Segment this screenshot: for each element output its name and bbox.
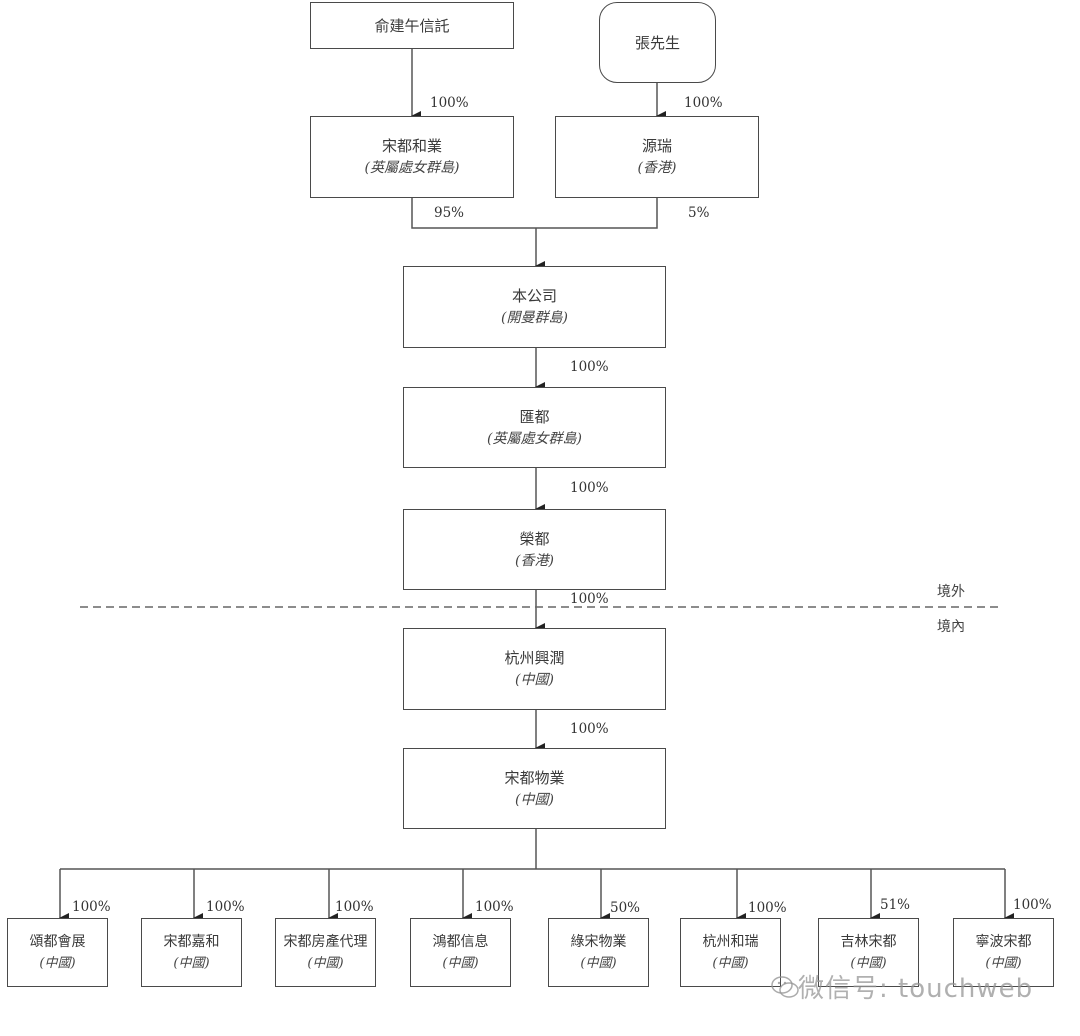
entity-songdu-heye: 宋都和業 (英屬處女群島) [310,116,514,198]
entity-name: 宋都房產代理 [283,933,368,950]
subsidiary-pct: 50% [610,900,641,916]
entity-name: 鴻都信息 [432,933,489,950]
entity-name: 吉林宋都 [840,933,897,950]
entity-name: 宋都嘉和 [163,933,220,950]
entity-jurisdiction: (中國) [442,955,479,971]
pct-yuanrui-to-company: 5% [688,205,710,221]
entity-jurisdiction: (開曼群島) [501,310,568,326]
pct-person-to-yuanrui: 100% [684,95,723,111]
subsidiary-pct: 51% [880,897,911,913]
subsidiary-box: 綠宋物業 (中國) [548,918,649,987]
line-yuanrui-to-company [536,197,658,229]
entity-jurisdiction: (英屬處女群島) [487,430,582,447]
entity-name: 綠宋物業 [570,933,627,950]
subsidiary-box: 杭州和瑞 (中國) [680,918,781,987]
entity-jurisdiction: (中國) [580,955,617,971]
entity-jurisdiction: (中國) [850,955,887,971]
entity-name: 宋都物業 [504,768,565,787]
entity-name: 杭州和瑞 [702,933,759,950]
subsidiary-pct: 100% [1013,897,1052,913]
subsidiary-box: 宋都嘉和 (中國) [141,918,242,987]
pct-trust-to-heye: 100% [430,95,469,111]
region-offshore-label: 境外 [937,584,965,600]
entity-jurisdiction: (中國) [307,955,344,971]
pct-company-to-huidu: 100% [570,359,609,375]
entity-jurisdiction: (香港) [515,552,554,569]
entity-yuanrui: 源瑞 (香港) [555,116,759,198]
entity-jurisdiction: (中國) [515,791,554,808]
subsidiary-pct: 100% [335,899,374,915]
entity-songdu-wuye: 宋都物業 (中國) [403,748,666,829]
entity-name: 榮都 [519,529,550,548]
subsidiary-pct: 100% [748,900,787,916]
entity-hangzhou-xingrun: 杭州興潤 (中國) [403,628,666,710]
entity-name: 寧波宋都 [975,933,1032,950]
subsidiary-pct: 100% [475,899,514,915]
entity-huidu: 匯都 (英屬處女群島) [403,387,666,468]
entity-name: 俞建午信託 [374,16,450,35]
pct-huidu-to-rongdu: 100% [570,480,609,496]
entity-jurisdiction: (香港) [637,160,677,176]
watermark: 微信号: touchweb [798,974,1034,1004]
region-onshore-label: 境內 [937,619,965,635]
subsidiary-box: 吉林宋都 (中國) [818,918,919,987]
entity-jurisdiction: (英屬處女群島) [364,160,460,176]
subsidiary-pct: 100% [206,899,245,915]
entity-rongdu: 榮都 (香港) [403,509,666,590]
entity-jurisdiction: (中國) [515,672,554,688]
line-heye-to-company [411,197,536,229]
entity-jurisdiction: (中國) [39,955,76,971]
pct-xingrun-to-wuye: 100% [570,721,609,737]
wechat-icon [771,976,799,998]
subsidiary-box: 宋都房產代理 (中國) [275,918,376,987]
entity-jurisdiction: (中國) [712,955,749,971]
entity-name: 頌都會展 [29,933,86,950]
entity-name: 匯都 [519,407,550,426]
subsidiary-pct: 100% [72,899,111,915]
entity-name: 源瑞 [641,137,672,155]
entity-name: 本公司 [511,287,557,305]
pct-heye-to-company: 95% [434,205,465,221]
subsidiary-box: 寧波宋都 (中國) [953,918,1054,987]
entity-jurisdiction: (中國) [173,955,210,971]
entity-person: 張先生 [599,2,716,83]
pct-rongdu-to-xingrun: 100% [570,591,609,607]
entity-name: 杭州興潤 [504,649,565,667]
entity-name: 張先生 [634,33,680,52]
entity-trust: 俞建午信託 [310,2,514,49]
entity-jurisdiction: (中國) [985,955,1022,971]
entity-company: 本公司 (開曼群島) [403,266,666,348]
subsidiary-box: 頌都會展 (中國) [7,918,108,987]
entity-name: 宋都和業 [381,137,442,155]
subsidiary-box: 鴻都信息 (中國) [410,918,511,987]
